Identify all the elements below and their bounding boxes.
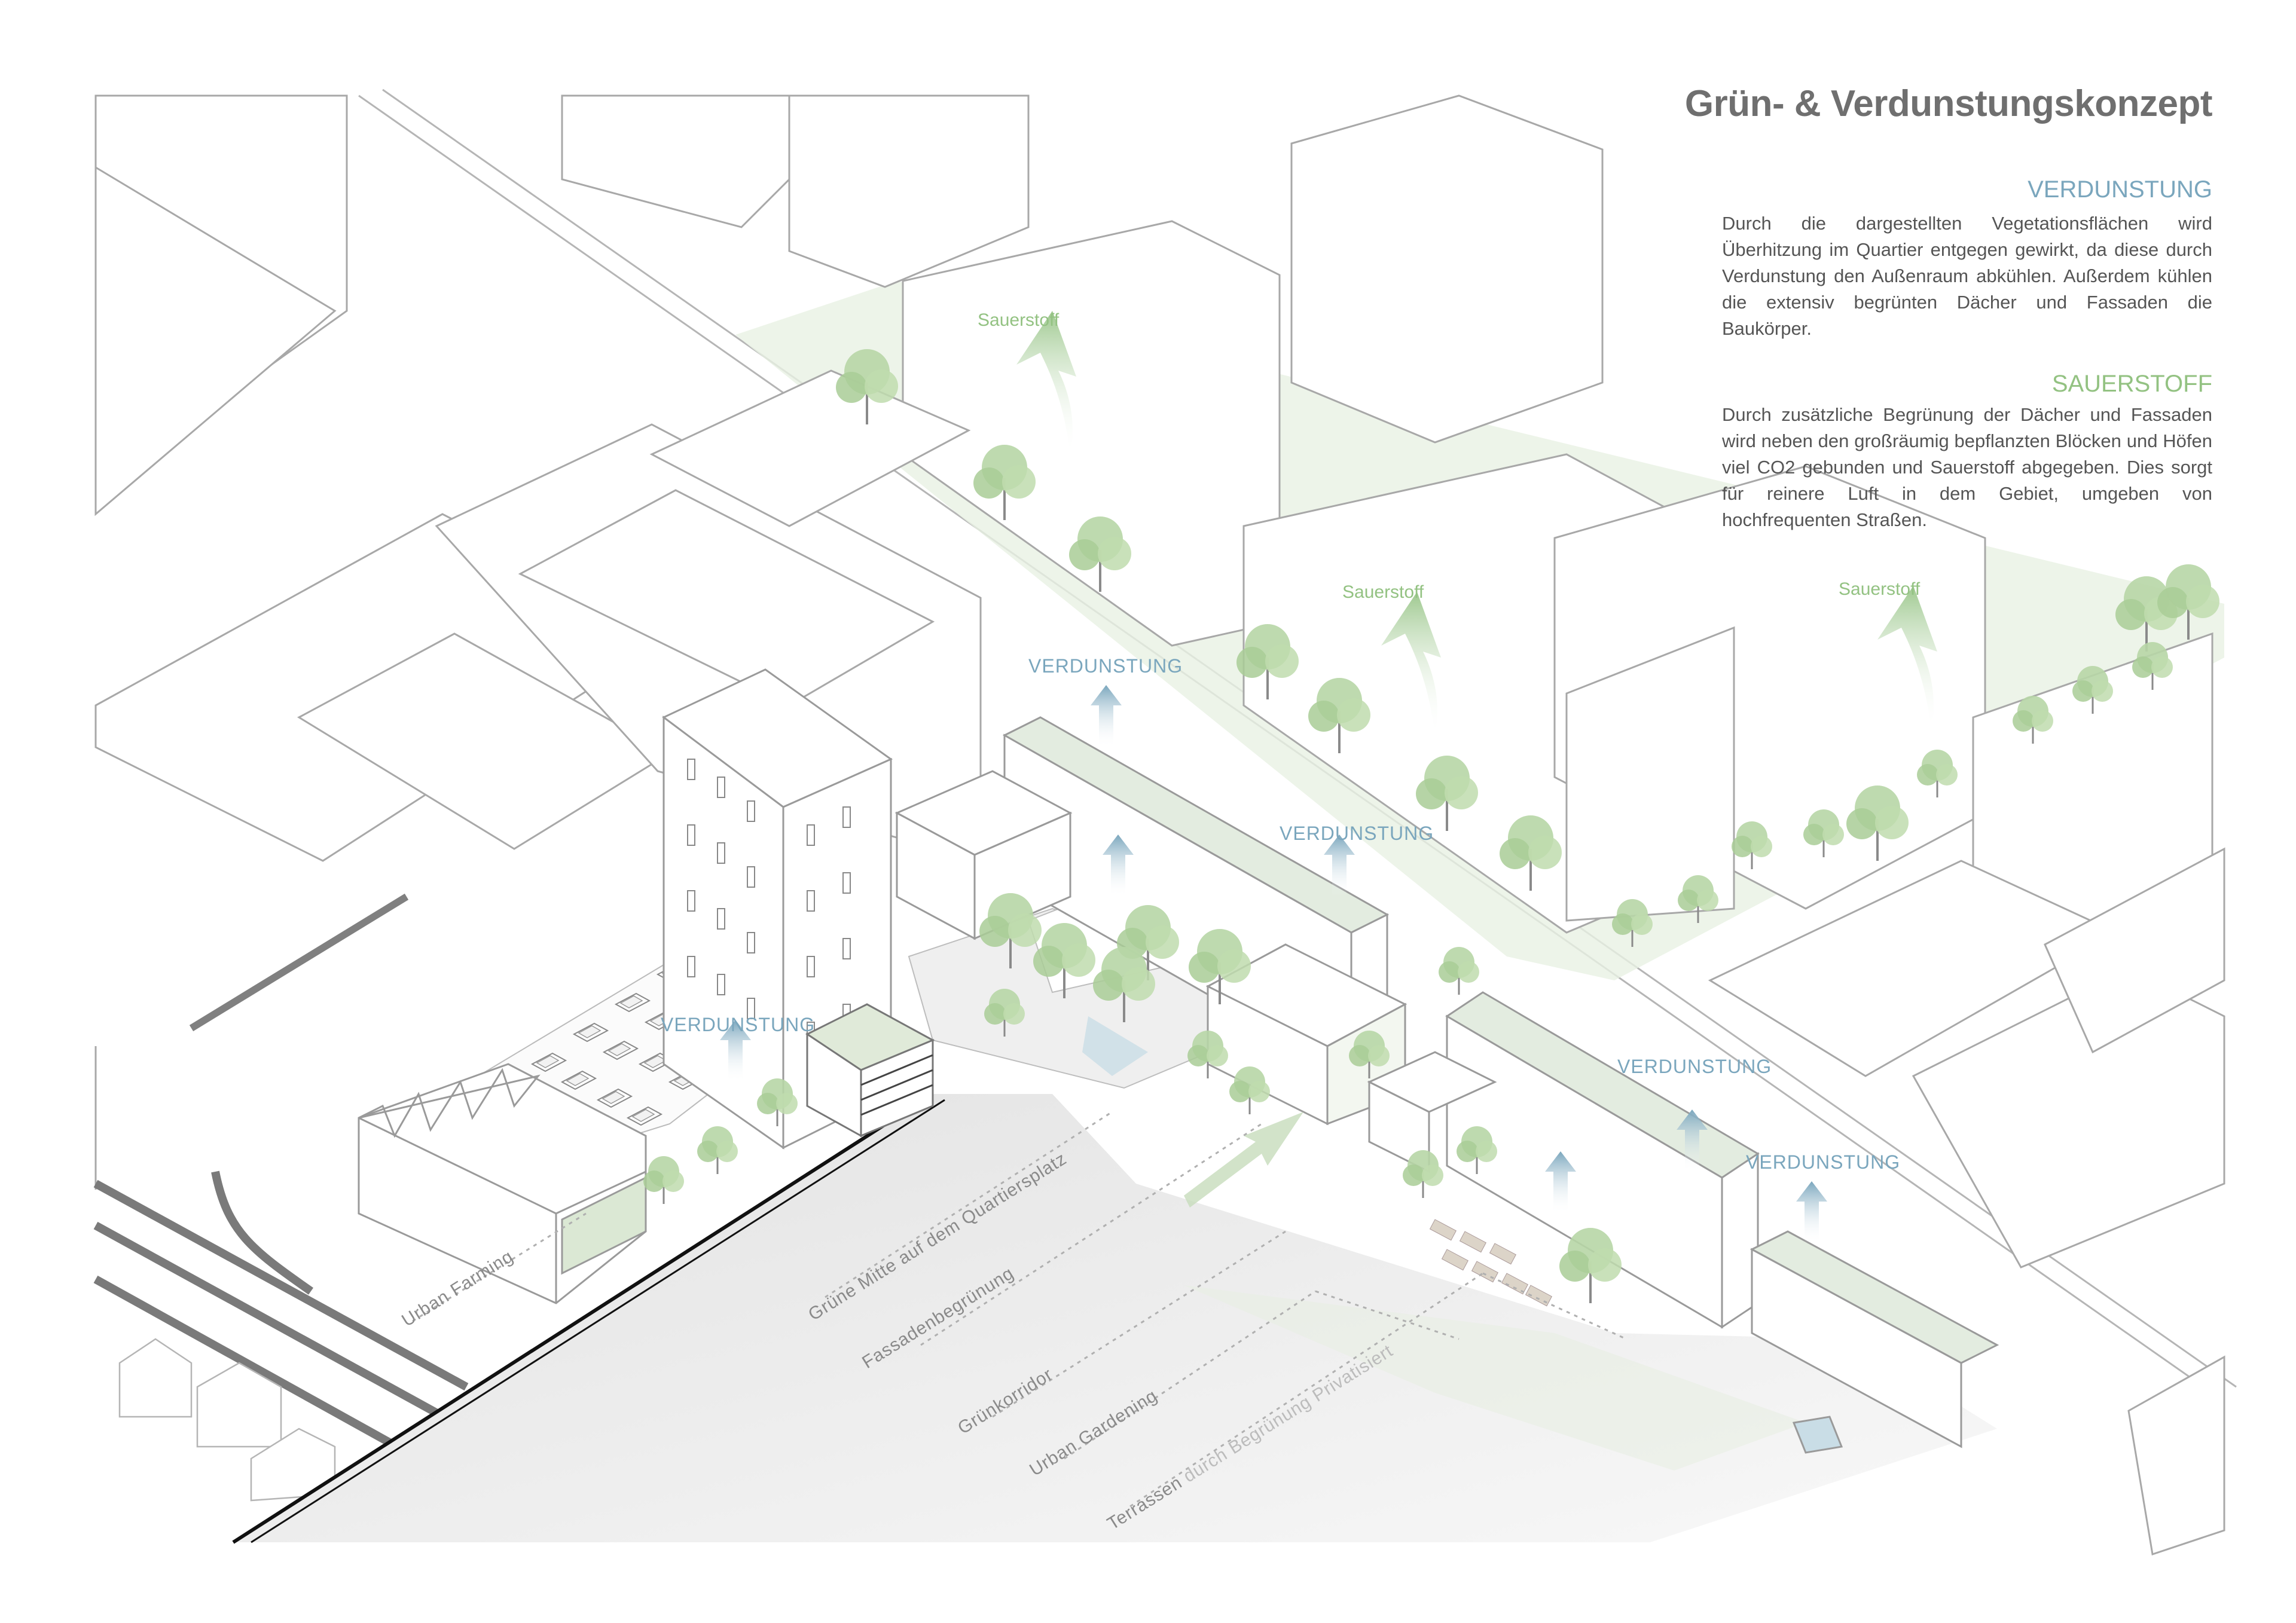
background-buildings-east (1708, 632, 2225, 1555)
label-sauerstoff-1: Sauerstoff (978, 310, 1060, 330)
section-text-sauerstoff: Durch zusätzliche Begrünung der Dächer u… (1722, 404, 2212, 530)
green-roof-block-east (1367, 991, 1760, 1329)
parking-garage (805, 1003, 935, 1138)
label-verdunstung-4: VERDUNSTUNG (1617, 1056, 1772, 1077)
sauerstoff-arrows (1016, 311, 1937, 735)
greenhouse-hall (358, 1063, 647, 1304)
rail-tracks (93, 1170, 469, 1463)
label-verdunstung-1: VERDUNSTUNG (1028, 655, 1183, 677)
diagram-annotations: Sauerstoff Sauerstoff Sauerstoff VERDUNS… (661, 310, 1921, 1173)
background-buildings-north (94, 94, 1986, 934)
label-verdunstung-5: VERDUNSTUNG (1746, 1151, 1900, 1173)
section-text-verdunstung: Durch die dargestellten Vegetationsfläch… (1722, 213, 2212, 339)
section-heading-sauerstoff: SAUERSTOFF (2051, 371, 2212, 397)
green-roof-block-south (1750, 1230, 1999, 1454)
residential-tower (662, 668, 893, 1150)
label-verdunstung-3: VERDUNSTUNG (661, 1014, 815, 1035)
label-sauerstoff-2: Sauerstoff (1342, 582, 1424, 602)
page-title: Grün- & Verdunstungskonzept (1684, 83, 2213, 124)
label-sauerstoff-3: Sauerstoff (1839, 579, 1921, 599)
small-houses (118, 1338, 336, 1502)
label-verdunstung-2: VERDUNSTUNG (1280, 823, 1434, 844)
legend-leader-lines (412, 1111, 1627, 1508)
section-heading-verdunstung: VERDUNSTUNG (2028, 176, 2212, 203)
courtyard-block-west (894, 770, 1073, 940)
gruenkorridor-arrow (1184, 1112, 1303, 1208)
urban-gardening-beds (1429, 1219, 1552, 1307)
site-shadow (232, 1092, 1997, 1544)
